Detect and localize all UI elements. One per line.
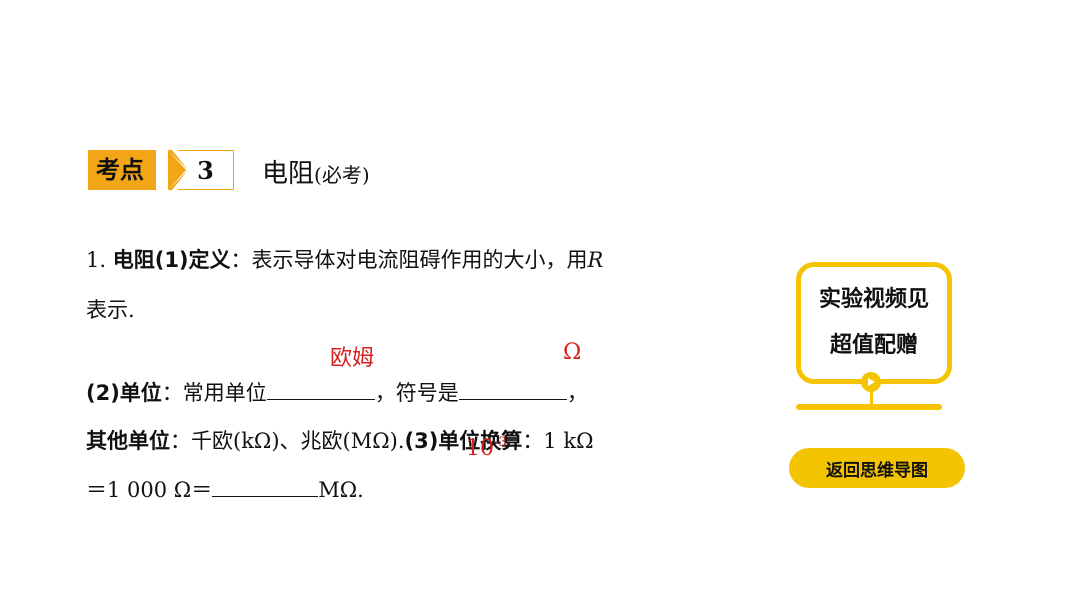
topic-badge-label: 考点 (88, 150, 156, 190)
conversion-blank (212, 475, 319, 497)
unit-text: ：常用单位 (161, 381, 267, 405)
video-card[interactable]: 实验视频见 超值配赠 (796, 262, 952, 384)
other-units-line: 其他单位：千欧(kΩ)、兆欧(MΩ).(3)单位换算：1 kΩ (86, 425, 594, 455)
unit-symbol-blank (458, 378, 567, 400)
definition-label: 电阻(1)定义 (112, 248, 231, 272)
resistance-variable: R (587, 248, 604, 272)
section-title-note: (必考) (314, 163, 370, 187)
unit-name-blank (266, 378, 375, 400)
conversion-label: (3)单位换算 (404, 429, 523, 453)
definition-text-2: 表示. (86, 298, 135, 322)
badge-chevron-icon (168, 150, 188, 190)
answer-unit-symbol: Ω (563, 340, 582, 365)
conversion-line: ＝1 000 Ω＝ MΩ. (86, 474, 364, 504)
conversion-text: ：1 kΩ (522, 429, 594, 453)
back-to-mindmap-button[interactable]: 返回思维导图 (789, 448, 965, 488)
unit-label: (2)单位 (86, 381, 162, 405)
item-number: 1. (86, 248, 113, 272)
other-units-text: ：千欧(kΩ)、兆欧(MΩ). (170, 429, 405, 453)
conversion-equation: ＝1 000 Ω＝ (86, 478, 213, 502)
answer-conversion: 10-3 (466, 435, 507, 461)
definition-line-2: 表示. (86, 294, 135, 324)
play-icon[interactable] (861, 372, 881, 392)
definition-line: 1. 电阻(1)定义：表示导体对电流阻碍作用的大小，用R (86, 244, 603, 274)
answer-conversion-base: 10 (466, 436, 494, 461)
comma-text: ， (566, 381, 588, 405)
answer-unit-name: 欧姆 (330, 346, 375, 371)
answer-conversion-exponent: -3 (494, 435, 507, 450)
topic-badge: 考点 (88, 150, 156, 190)
section-title-text: 电阻 (262, 159, 315, 189)
unit-line: (2)单位：常用单位 ，符号是 ， (86, 377, 588, 407)
video-card-line1: 实验视频见 (818, 287, 929, 312)
other-units-label: 其他单位 (86, 429, 170, 453)
topic-number: 3 (178, 150, 234, 190)
section-title: 电阻(必考) (262, 153, 370, 190)
card-base (796, 404, 942, 410)
definition-text: ：表示导体对电流阻碍作用的大小，用 (230, 248, 588, 272)
conversion-unit: MΩ. (318, 478, 364, 502)
symbol-text: ，符号是 (374, 381, 459, 405)
video-card-line2: 超值配赠 (829, 333, 918, 358)
card-stand (870, 380, 873, 406)
